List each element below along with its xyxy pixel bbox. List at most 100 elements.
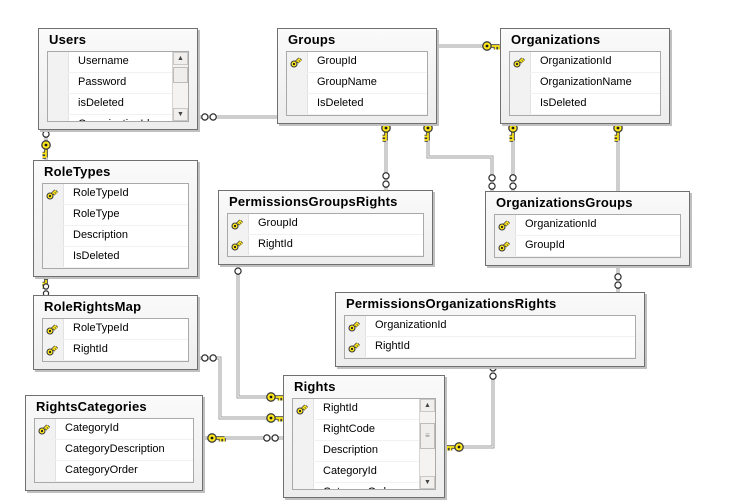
column-row[interactable]: CategoryOrder xyxy=(35,461,193,482)
row-selector[interactable] xyxy=(43,340,64,360)
row-selector[interactable] xyxy=(228,214,249,234)
row-selector[interactable] xyxy=(43,205,64,225)
row-selector[interactable] xyxy=(345,337,366,357)
column-row[interactable]: OrganizationId xyxy=(345,316,635,337)
column-row[interactable]: Password xyxy=(48,73,173,94)
column-row[interactable]: Description xyxy=(43,226,188,247)
row-selector[interactable] xyxy=(495,215,516,235)
row-selector[interactable] xyxy=(35,419,56,439)
row-selector[interactable] xyxy=(510,52,531,72)
scroll-up-button[interactable]: ▲ xyxy=(173,52,188,65)
relationship-line-permissionsgroupsrights-rights[interactable] xyxy=(236,256,283,399)
primary-key-icon xyxy=(46,189,59,200)
column-row[interactable]: RightId xyxy=(293,399,420,420)
column-row[interactable]: RoleType xyxy=(43,205,188,226)
column-row[interactable]: Description xyxy=(293,441,420,462)
row-selector[interactable] xyxy=(48,73,69,93)
column-name: isDeleted xyxy=(78,97,124,109)
row-selector[interactable] xyxy=(293,420,314,440)
scrollbar[interactable]: ▲ ≡ ▼ xyxy=(419,399,435,489)
column-row[interactable]: CategoryDescription xyxy=(35,440,193,461)
column-row[interactable]: IsDeleted xyxy=(43,247,188,268)
table-title: RoleRightsMap xyxy=(44,299,142,314)
relationship-line-rolerightsmap-rights[interactable] xyxy=(198,356,283,420)
column-row[interactable]: GroupId xyxy=(228,214,423,235)
column-row[interactable]: OrganizationId xyxy=(495,215,680,236)
row-selector[interactable] xyxy=(293,462,314,482)
column-name: CategoryOrder xyxy=(314,483,396,489)
row-selector[interactable] xyxy=(495,236,516,256)
column-row[interactable]: GroupId xyxy=(287,52,427,73)
column-name: GroupId xyxy=(525,239,565,251)
row-selector[interactable] xyxy=(43,319,64,339)
column-row[interactable]: OrganizationName xyxy=(510,73,660,94)
column-row[interactable]: RightCode xyxy=(293,420,420,441)
column-row[interactable]: RightId xyxy=(228,235,423,256)
row-selector[interactable] xyxy=(345,316,366,336)
row-selector[interactable] xyxy=(48,52,69,72)
row-selector[interactable] xyxy=(293,399,314,419)
row-selector[interactable] xyxy=(510,73,531,93)
column-name: RightCode xyxy=(323,423,375,435)
column-row[interactable]: IsDeleted xyxy=(510,94,660,115)
column-row[interactable]: CategoryId xyxy=(35,419,193,440)
column-row[interactable]: GroupId xyxy=(495,236,680,257)
relationship-line-rights-permissionsorganizationsrights[interactable] xyxy=(445,358,495,449)
column-row[interactable]: isDeleted xyxy=(48,94,173,115)
scroll-up-button[interactable]: ▲ xyxy=(420,399,435,412)
primary-key-icon xyxy=(348,342,361,353)
scrollbar-thumb-grip[interactable]: ≡ xyxy=(420,423,435,449)
column-row[interactable]: RightId xyxy=(43,340,188,361)
scrollbar[interactable]: ▲▼ xyxy=(172,52,188,121)
scrollbar-thumb[interactable] xyxy=(173,67,188,83)
scroll-down-button[interactable]: ▼ xyxy=(420,476,435,489)
row-selector[interactable] xyxy=(48,115,69,121)
column-name: IsDeleted xyxy=(73,250,120,262)
row-selector[interactable] xyxy=(43,226,64,246)
row-selector[interactable] xyxy=(48,94,69,114)
row-selector[interactable] xyxy=(35,461,56,481)
table-users[interactable]: UsersUsernamePasswordisDeletedOrganizati… xyxy=(38,28,198,130)
row-selector[interactable] xyxy=(293,483,314,489)
column-name: CategoryOrder xyxy=(65,464,138,476)
scroll-down-button[interactable]: ▼ xyxy=(173,108,188,121)
infinity-icon xyxy=(509,174,517,190)
key-connector-icon xyxy=(508,123,518,142)
column-name: IsDeleted xyxy=(540,97,587,109)
relationship-line-groups-organizationsgroups[interactable] xyxy=(426,120,494,191)
column-row[interactable]: OrganizationId xyxy=(48,115,173,121)
primary-key-icon xyxy=(46,324,59,335)
column-row[interactable]: RoleTypeId xyxy=(43,319,188,340)
row-selector[interactable] xyxy=(228,235,249,255)
row-selector[interactable] xyxy=(287,94,308,114)
column-name: CategoryId xyxy=(323,465,377,477)
column-name: RightId xyxy=(375,340,410,352)
row-selector[interactable] xyxy=(35,440,56,460)
column-name: RoleTypeId xyxy=(73,187,129,199)
column-row[interactable]: RoleTypeId xyxy=(43,184,188,205)
row-selector[interactable] xyxy=(287,52,308,72)
column-row[interactable]: CategoryId xyxy=(293,462,420,483)
row-selector[interactable] xyxy=(43,247,64,267)
column-row[interactable]: GroupName xyxy=(287,73,427,94)
column-row[interactable]: IsDeleted xyxy=(287,94,427,115)
column-row[interactable]: Username xyxy=(48,52,173,73)
column-row[interactable]: OrganizationId xyxy=(510,52,660,73)
column-row[interactable]: CategoryOrder xyxy=(293,483,420,489)
row-selector[interactable] xyxy=(287,73,308,93)
row-selector[interactable] xyxy=(293,441,314,461)
row-selector[interactable] xyxy=(43,184,64,204)
column-row[interactable]: RightId xyxy=(345,337,635,358)
row-selector[interactable] xyxy=(510,94,531,114)
